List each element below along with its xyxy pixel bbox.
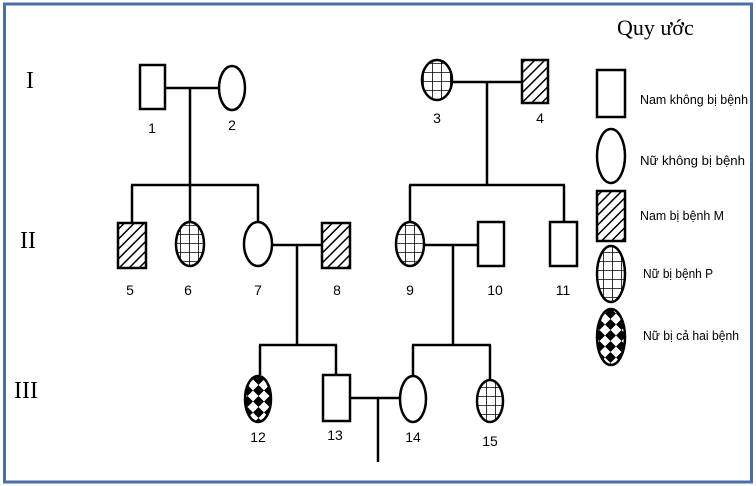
label-11: 11 [556, 282, 571, 298]
label-5: 5 [126, 282, 134, 298]
label-6: 6 [184, 282, 192, 298]
individual-6-female-disease-p [174, 220, 206, 268]
label-4: 4 [536, 110, 544, 126]
legend-symbol-square-empty [595, 68, 627, 119]
individual-3-female-disease-p [420, 58, 454, 102]
label-3: 3 [433, 110, 441, 126]
generation-label-ii: II [20, 228, 36, 254]
individual-13-male-unaffected [321, 373, 352, 423]
individual-11-male-unaffected [548, 220, 579, 268]
legend-symbol-square-hatched [595, 189, 627, 243]
label-13: 13 [327, 427, 343, 443]
legend: Quy ước Nam không bị bệnh Nữ không bị bệ… [595, 15, 748, 367]
legend-label-male-unaffected: Nam không bị bệnh [640, 92, 748, 107]
individual-15-female-disease-p [475, 378, 505, 424]
label-15: 15 [482, 433, 498, 449]
individual-9-female-disease-p [394, 220, 426, 268]
individual-14-female-unaffected [398, 374, 428, 424]
label-12: 12 [250, 429, 266, 445]
label-7: 7 [254, 282, 262, 298]
legend-label-female-both: Nữ bị cả hai bệnh [643, 328, 739, 343]
individual-8-male-disease-m [320, 221, 352, 270]
generation-label-i: I [26, 68, 34, 94]
label-9: 9 [406, 282, 414, 298]
individual-numbers: 1 2 3 4 5 6 7 8 9 10 11 12 13 14 15 [126, 110, 570, 449]
label-10: 10 [487, 282, 503, 298]
legend-title: Quy ước [617, 15, 694, 40]
pedigree-lines [130, 80, 566, 462]
individual-5-male-disease-m [116, 221, 148, 270]
individual-10-male-unaffected [476, 220, 506, 268]
individual-7-female-unaffected [242, 220, 274, 268]
label-8: 8 [333, 282, 341, 298]
legend-label-female-unaffected: Nữ không bị bệnh [640, 153, 745, 168]
label-14: 14 [405, 429, 421, 445]
legend-symbol-circle-diamonds [595, 307, 627, 367]
label-2: 2 [228, 117, 236, 133]
individual-4-male-disease-m [520, 58, 550, 105]
generation-label-iii: III [14, 378, 38, 404]
legend-label-male-disease-m: Nam bị bệnh M [640, 208, 724, 223]
legend-label-female-disease-p: Nữ bị bệnh P [643, 266, 713, 281]
individual-12-female-both-diseases [243, 374, 273, 424]
individual-1-male-unaffected [138, 63, 167, 111]
legend-symbol-circle-grid [595, 244, 627, 304]
individual-2-female-unaffected [217, 64, 247, 112]
legend-symbol-circle-empty [595, 127, 627, 185]
label-1: 1 [148, 120, 156, 136]
